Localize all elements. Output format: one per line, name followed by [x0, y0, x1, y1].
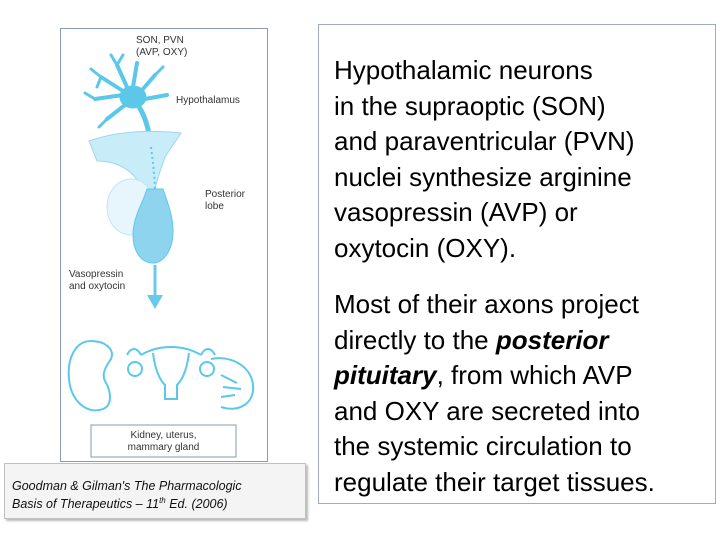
- posterior-lobe-label: Posterior lobe: [205, 189, 245, 213]
- text-panel: Hypothalamic neurons in the supraoptic (…: [318, 24, 716, 504]
- paragraph-1-line: in the supraoptic (SON): [334, 89, 635, 125]
- posterior-emphasis: posterior: [496, 325, 609, 355]
- paragraph-2-text: , from which AVP: [437, 360, 633, 390]
- paragraph-2-line: the systemic circulation to: [334, 429, 655, 465]
- paragraph-1-line: vasopressin (AVP) or: [334, 195, 635, 231]
- figure-panel: SON, PVN (AVP, OXY) Hypothalamus Posteri…: [60, 28, 268, 462]
- citation-line-2a: Basis of Therapeutics – 11: [12, 497, 159, 511]
- paragraph-1-line: oxytocin (OXY).: [334, 231, 635, 267]
- hypothalamus-label: Hypothalamus: [176, 95, 240, 107]
- paragraph-1: Hypothalamic neurons in the supraoptic (…: [334, 53, 635, 266]
- paragraph-2-line: pituitary, from which AVP: [334, 358, 655, 394]
- citation-text: Goodman & Gilman's The Pharmacologic Bas…: [12, 477, 242, 513]
- uterus-icon: [127, 347, 215, 399]
- kidney-icon: [69, 341, 112, 410]
- paragraph-2-line: and OXY are secreted into: [334, 394, 655, 430]
- citation-line-2b: Ed. (2006): [166, 497, 228, 511]
- paragraph-2-line: Most of their axons project: [334, 287, 655, 323]
- mammary-gland-icon: [211, 358, 253, 409]
- paragraph-1-line: and paraventricular (PVN): [334, 124, 635, 160]
- paragraph-1-line: nuclei synthesize arginine: [334, 160, 635, 196]
- target-tissue-label: Kidney, uterus, mammary gland: [91, 430, 236, 454]
- vasopressin-label: Vasopressin and oxytocin: [69, 269, 125, 293]
- paragraph-2-line: regulate their target tissues.: [334, 465, 655, 501]
- paragraph-2-line: directly to the posterior: [334, 323, 655, 359]
- citation-box: Goodman & Gilman's The Pharmacologic Bas…: [4, 463, 306, 519]
- pituitary-emphasis: pituitary: [334, 360, 437, 390]
- arrow-down-icon: [147, 295, 163, 309]
- paragraph-2: Most of their axons project directly to …: [334, 287, 655, 500]
- pituitary-diagram: [61, 29, 267, 461]
- paragraph-2-text: directly to the: [334, 325, 496, 355]
- son-pvn-label: SON, PVN (AVP, OXY): [136, 35, 187, 59]
- citation-superscript: th: [159, 496, 166, 505]
- citation-line-1: Goodman & Gilman's The Pharmacologic: [12, 479, 242, 493]
- paragraph-1-line: Hypothalamic neurons: [334, 53, 635, 89]
